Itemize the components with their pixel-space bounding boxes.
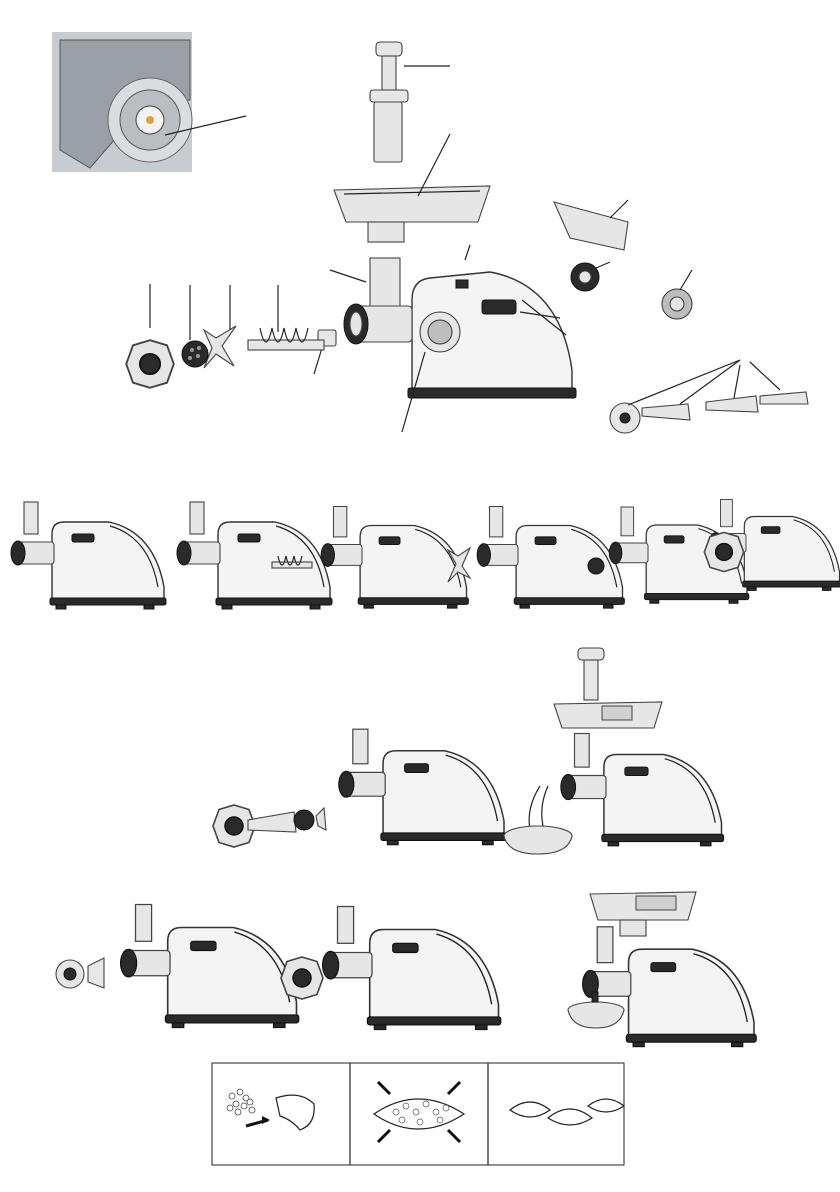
assembly-step-1 [11,502,166,609]
drive-shaft [314,330,336,374]
cutting-plate [182,285,208,367]
reverse-switch [571,262,610,291]
sausage-assembly-scene [213,729,506,847]
grinder-head-photo [52,32,246,172]
auger [248,285,324,350]
kebbe-scene [56,905,299,1028]
motor-base [402,245,576,432]
sausage-filling-scene [568,892,756,1047]
cross-blade [204,285,236,368]
lock-nut [126,284,174,388]
pusher [370,42,450,162]
food-tray [334,134,490,242]
screen-cover [554,200,628,250]
assembly-step-2 [177,502,332,609]
reassembly-scene [281,907,501,1030]
sausage-tubes [610,360,808,433]
mincing-scene [504,648,724,854]
grinder-head [330,258,412,344]
kebbe-attachment [662,270,692,319]
assembly-step-4 [448,507,624,609]
